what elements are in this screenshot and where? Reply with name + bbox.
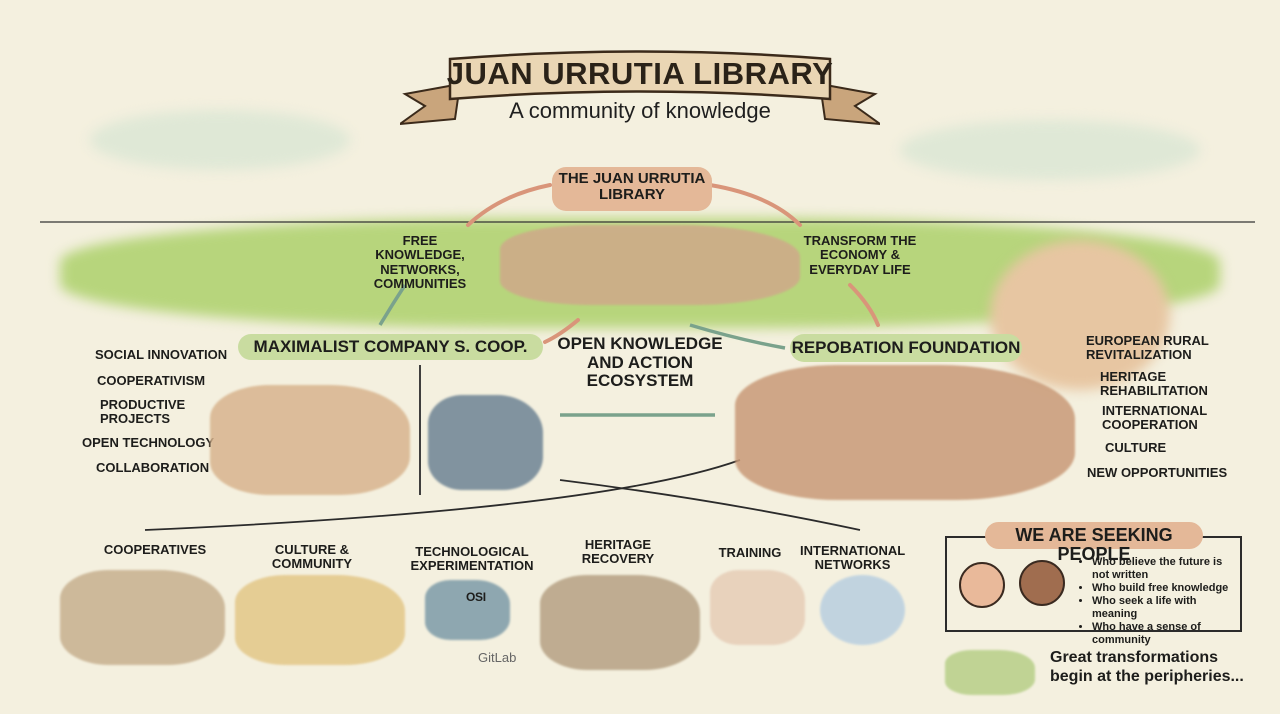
avatar-curly-hair	[1019, 560, 1065, 606]
page-subtitle: A community of knowledge	[509, 98, 771, 123]
farmhouse-illustration	[210, 385, 410, 495]
area-tech: TECHNOLOGICAL EXPERIMENTATION	[410, 544, 534, 574]
left-org-item: COLLABORATION	[96, 460, 210, 475]
programmer-illustration	[428, 395, 543, 490]
arrow-to-library	[466, 183, 552, 227]
sky-cloud	[90, 110, 350, 170]
title-ribbon	[400, 50, 880, 126]
gitlab-logo: GitLab	[478, 650, 517, 665]
osi-logo: OSI	[466, 590, 486, 604]
page-title: JUAN URRUTIA LIBRARY	[446, 56, 834, 91]
area-cooperatives: COOPERATIVES	[103, 542, 207, 557]
seeking-heading: WE ARE SEEKING PEOPLE	[985, 522, 1203, 563]
people-gathering-illustration	[500, 225, 800, 305]
repobation-pill: REPOBATION FOUNDATION	[790, 334, 1022, 362]
arrow-to-maximalist	[543, 318, 580, 344]
training-illustration	[710, 570, 805, 645]
left-org-item: OPEN TECHNOLOGY	[82, 435, 215, 450]
area-heritage: HERITAGE RECOVERY	[581, 537, 655, 567]
area-culture: CULTURE & COMMUNITY	[271, 542, 353, 572]
seeking-bullet: Who build free knowledge	[1092, 582, 1242, 595]
maximalist-pill: MAXIMALIST COMPANY S. COOP.	[238, 334, 543, 360]
seeking-bullet: Who believe the future is not written	[1092, 556, 1242, 582]
right-org-item: HERITAGE REHABILITATION	[1100, 369, 1208, 399]
avatar-woman	[959, 562, 1005, 608]
tech-illustration	[425, 580, 510, 640]
branch-line	[144, 459, 741, 531]
network-illustration	[820, 575, 905, 645]
seeking-bullet: Who have a sense of community	[1092, 621, 1242, 647]
library-pill: THE JUAN URRUTIA LIBRARY	[552, 167, 712, 211]
left-org-item: PRODUCTIVE PROJECTS	[100, 397, 186, 427]
culture-illustration	[235, 575, 405, 665]
right-org-item: NEW OPPORTUNITIES	[1087, 465, 1228, 480]
cooperatives-illustration	[60, 570, 225, 665]
area-training: TRAINING	[718, 545, 782, 560]
area-networks: INTERNATIONAL NETWORKS	[800, 543, 906, 573]
arrow-to-repobation	[848, 283, 880, 327]
arrow-from-library	[708, 183, 802, 227]
free-knowledge-caption: FREE KNOWLEDGE, NETWORKS, COMMUNITIES	[373, 233, 467, 291]
right-org-item: INTERNATIONAL COOPERATION	[1102, 403, 1207, 433]
left-org-item: COOPERATIVISM	[97, 373, 206, 388]
sky-cloud	[900, 120, 1200, 180]
right-org-item: CULTURE	[1105, 440, 1167, 455]
closing-quote: Great transformations begin at the perip…	[1050, 649, 1244, 686]
library-reading-illustration	[735, 365, 1075, 500]
transform-economy-caption: TRANSFORM THE ECONOMY & EVERYDAY LIFE	[803, 233, 917, 277]
europe-map	[990, 240, 1170, 390]
arrow-to-foundation	[689, 323, 786, 350]
left-org-item: SOCIAL INNOVATION	[95, 347, 228, 362]
seeking-bullet: Who seek a life with meaning	[1092, 595, 1242, 621]
helping-hand-illustration	[945, 650, 1035, 695]
heritage-illustration	[540, 575, 700, 670]
right-org-item: EUROPEAN RURAL REVITALIZATION	[1086, 333, 1209, 363]
seeking-people-box: Who believe the future is not written Wh…	[945, 536, 1242, 646]
ecosystem-label: OPEN KNOWLEDGE AND ACTION ECOSYSTEM	[557, 334, 723, 391]
arrow-down-left	[378, 284, 407, 326]
